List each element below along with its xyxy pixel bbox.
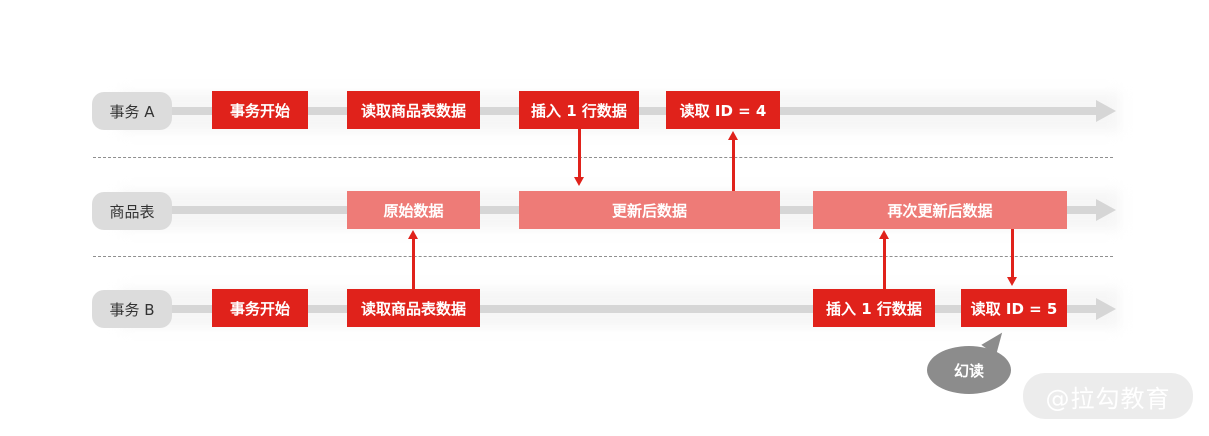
timeline-table-arrowhead	[1096, 199, 1116, 221]
arrow-table-to-a-read-head	[728, 131, 738, 140]
timeline-a-arrowhead	[1096, 100, 1116, 122]
b-read-id-box: 读取 ID = 5	[961, 289, 1067, 327]
arrow-a-insert-to-table-line	[578, 129, 581, 178]
a-read-id-box: 读取 ID = 4	[666, 91, 780, 129]
separator-bottom	[93, 256, 1113, 257]
arrow-b-read-to-original-head	[408, 230, 418, 239]
separator-top	[93, 157, 1113, 158]
a-insert-row-box: 插入 1 行数据	[519, 91, 639, 129]
watermark: @拉勾教育	[1023, 373, 1193, 419]
b-read-table-box: 读取商品表数据	[347, 289, 480, 327]
table-updated-again-box: 再次更新后数据	[813, 191, 1067, 229]
arrow-table-to-b-read-line	[1011, 229, 1014, 278]
a-start-box: 事务开始	[212, 91, 308, 129]
phantom-read-bubble: 幻读	[927, 346, 1011, 394]
table-original-data-box: 原始数据	[347, 191, 480, 229]
arrow-b-read-to-original-line	[412, 239, 415, 289]
timeline-b-arrowhead	[1096, 298, 1116, 320]
timeline-b-track	[165, 305, 1100, 313]
arrow-table-to-a-read-line	[732, 140, 735, 191]
row-label-transaction-b: 事务 B	[92, 290, 172, 328]
arrow-b-insert-to-table-head	[879, 230, 889, 239]
arrow-table-to-b-read-head	[1007, 277, 1017, 286]
row-label-product-table: 商品表	[92, 192, 172, 230]
a-read-table-box: 读取商品表数据	[347, 91, 480, 129]
b-insert-row-box: 插入 1 行数据	[813, 289, 935, 327]
row-label-transaction-a: 事务 A	[92, 92, 172, 130]
table-updated-data-box: 更新后数据	[519, 191, 780, 229]
arrow-b-insert-to-table-line	[883, 239, 886, 289]
arrow-a-insert-to-table-head	[574, 177, 584, 186]
b-start-box: 事务开始	[212, 289, 308, 327]
